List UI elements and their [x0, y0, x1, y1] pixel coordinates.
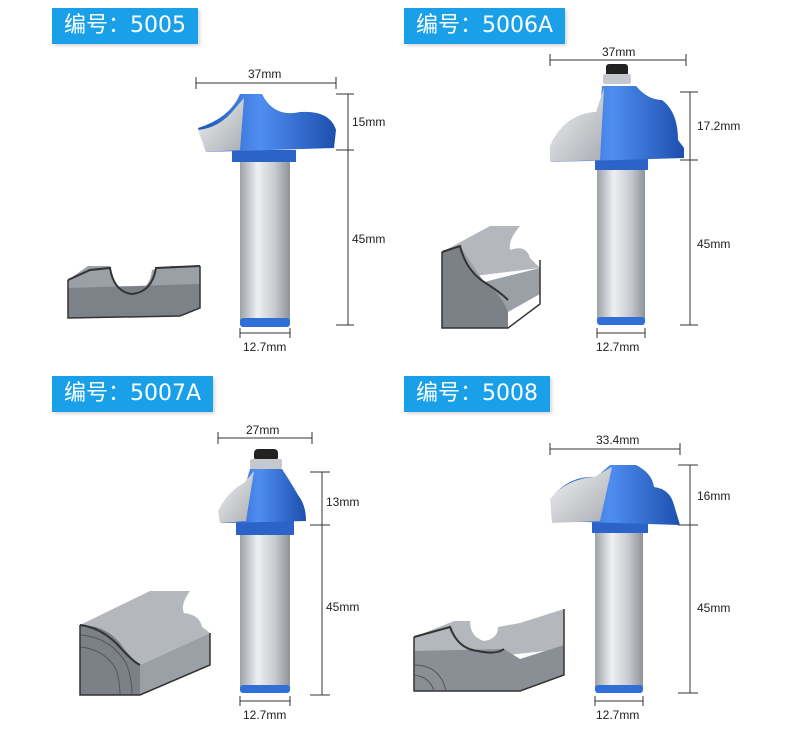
shank-diameter-label: 12.7mm	[243, 340, 287, 354]
cut-profile-sample	[79, 591, 211, 696]
shank-length-label: 45mm	[697, 237, 731, 251]
shank-diameter-label: 12.7mm	[243, 708, 287, 722]
cut-profile-sample	[441, 226, 541, 329]
product-panel-5007a: 编号：5007A 27mm 13mm 45mm 12.7mm	[0, 365, 400, 730]
product-code-badge: 编号：5006A	[404, 8, 566, 44]
product-panel-5006a: 编号：5006A 37mm 17.2mm 45mm 12.7mm	[400, 0, 800, 365]
cutter-height-label: 13mm	[326, 495, 360, 509]
product-code-badge: 编号：5007A	[52, 376, 214, 412]
product-panel-5005: 编号：5005 37mm 15mm 45mm 12.7mm	[0, 0, 400, 365]
router-bit-diagram	[413, 443, 698, 706]
router-bit-diagram	[79, 432, 330, 706]
shank-diameter-label: 12.7mm	[596, 708, 640, 722]
router-bit-diagram	[441, 54, 698, 338]
shank-diameter-label: 12.7mm	[596, 340, 640, 354]
shank-length-label: 45mm	[697, 601, 731, 615]
shank-length-label: 45mm	[352, 232, 386, 246]
cut-width-label: 37mm	[248, 67, 282, 81]
router-bit-diagram	[67, 77, 354, 338]
product-code-badge: 编号：5008	[404, 376, 550, 412]
cut-width-label: 37mm	[602, 45, 636, 59]
cut-profile-sample	[413, 609, 565, 692]
shank-length-label: 45mm	[326, 600, 360, 614]
product-panel-5008: 编号：5008 33.4mm 16mm 45mm 12.7mm	[400, 365, 800, 730]
cutter-height-label: 17.2mm	[697, 119, 741, 133]
cutter-height-label: 15mm	[352, 115, 386, 129]
cut-profile-sample	[67, 265, 201, 319]
cut-width-label: 27mm	[246, 423, 280, 437]
cutter-height-label: 16mm	[697, 489, 731, 503]
cut-width-label: 33.4mm	[596, 433, 640, 447]
product-code-badge: 编号：5005	[52, 8, 198, 44]
